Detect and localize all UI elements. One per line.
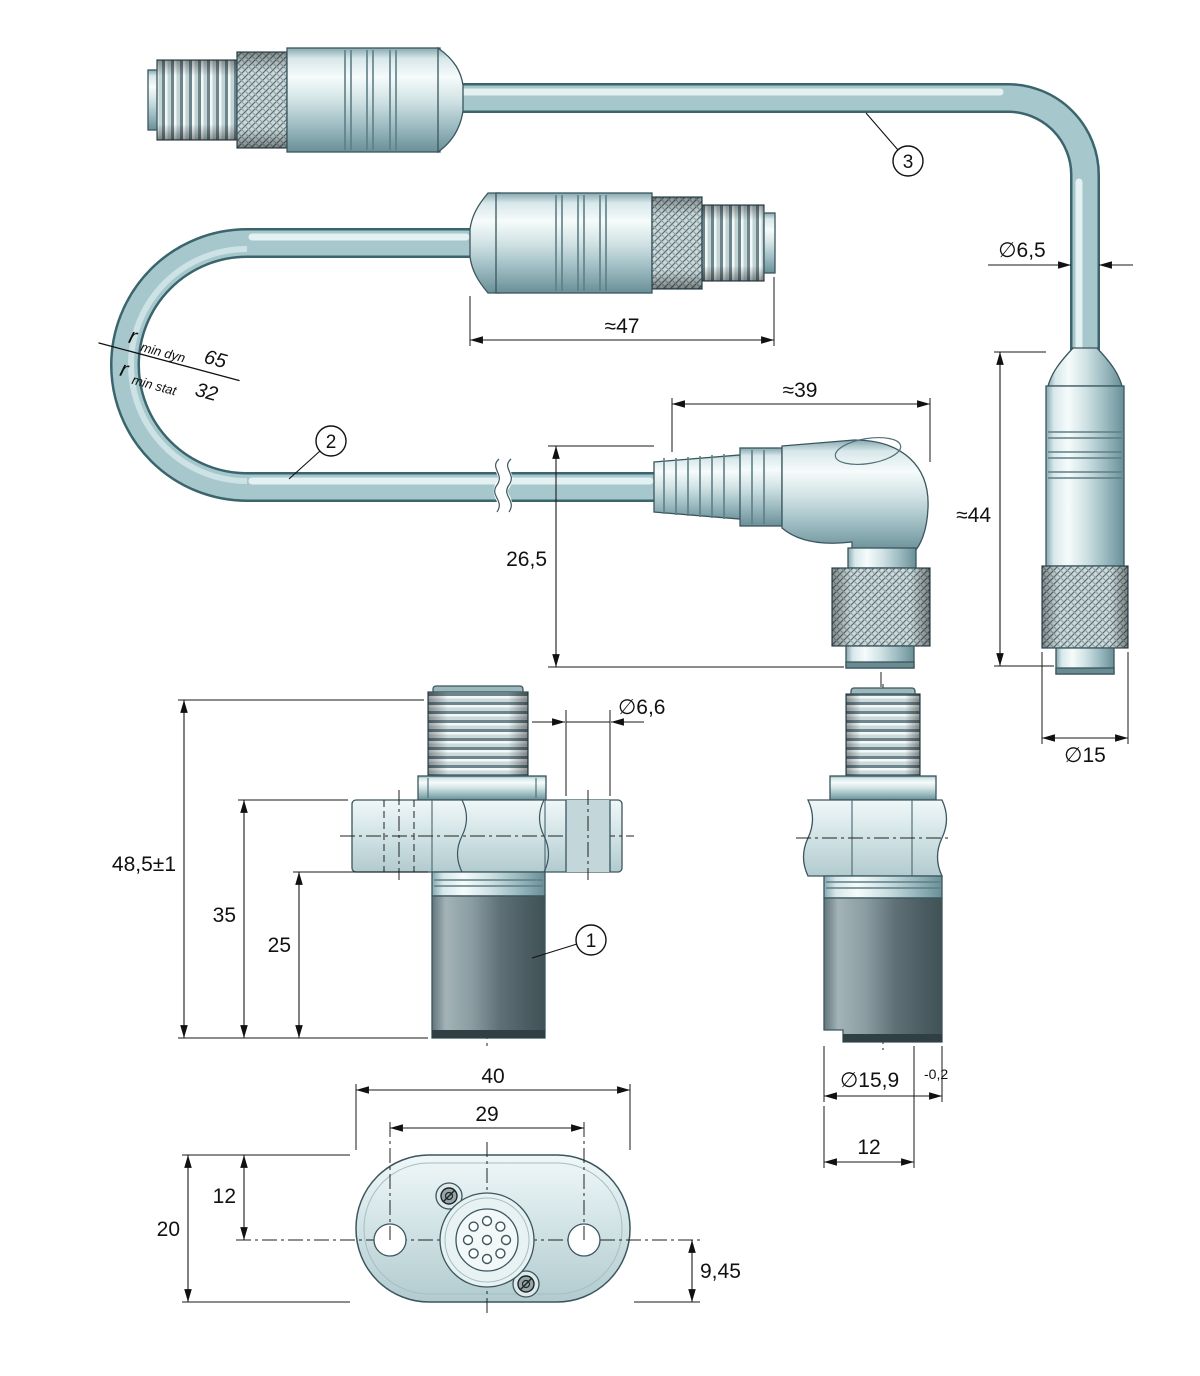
- connector-diameter-label: ∅15: [1064, 744, 1106, 767]
- dim-total-height: 48,5±1: [112, 699, 428, 1039]
- angle-connector-height-label: 26,5: [506, 548, 547, 571]
- callout-cable: 2: [288, 425, 347, 480]
- bend-radius-dyn-value: 65: [202, 346, 230, 373]
- callout-circle-3: [892, 145, 924, 177]
- body-height-label: 25: [268, 934, 291, 957]
- callout-3-label: 3: [903, 152, 914, 173]
- sensor-side-view: [340, 685, 634, 1046]
- dim-straight-connector-length: ≈44: [956, 351, 1054, 667]
- flange-bottom-view: [236, 1142, 704, 1314]
- screw-bottom-right: [517, 1275, 535, 1293]
- callout-2-label: 2: [326, 432, 337, 453]
- body-diameter-label: ∅15,9: [840, 1069, 899, 1092]
- connector-m12-straight-right: [1041, 347, 1129, 675]
- dim-flange-center-offset: 12: [213, 1155, 248, 1240]
- flange-length-label: 40: [481, 1065, 504, 1088]
- dim-hole-spacing: 29: [389, 1103, 585, 1240]
- dim-body-flat-width: 12: [823, 1046, 915, 1168]
- height-to-flange-label: 35: [213, 904, 236, 927]
- screw-top-left: [440, 1187, 458, 1205]
- flange-center-offset-label: 12: [213, 1185, 236, 1208]
- dim-flange-hole-diameter: ∅6,6: [532, 696, 666, 796]
- sensor-rear-view: [796, 672, 952, 1050]
- dim-connector-length: ≈47: [469, 277, 775, 346]
- dim-connector-center-offset: 9,45: [634, 1240, 741, 1303]
- body-flat-width-label: 12: [857, 1136, 880, 1159]
- callout-circle-1: [575, 924, 607, 956]
- dim-flange-width: 20: [157, 1154, 350, 1303]
- flange-hole-diameter-label: ∅6,6: [618, 696, 666, 719]
- angle-connector-length-label: ≈39: [783, 379, 818, 402]
- connector-length-label: ≈47: [605, 315, 640, 338]
- bend-radius-dyn-subscript: min dyn: [139, 339, 187, 365]
- dim-flange-length: 40: [355, 1065, 631, 1150]
- connector-pins: [462, 1215, 512, 1265]
- callout-circle-2: [315, 425, 347, 457]
- cable-loop: [109, 228, 658, 502]
- connector-center-offset-label: 9,45: [700, 1260, 741, 1283]
- callout-cable-top: 3: [865, 112, 924, 177]
- connector-m12-straight-left: [147, 46, 464, 154]
- total-height-label: 48,5±1: [112, 853, 176, 876]
- bend-radius-stat-value: 32: [193, 379, 220, 406]
- connector-m12-angled: [653, 437, 931, 669]
- cable-diameter-label: ∅6,5: [998, 239, 1046, 262]
- body-diameter-tolerance-label: -0,2: [924, 1066, 948, 1082]
- cable-top: [456, 83, 1100, 352]
- callout-sensor: 1: [531, 924, 607, 959]
- dim-cable-diameter: ∅6,5: [988, 239, 1133, 269]
- dim-body-diameter: ∅15,9 -0,2: [823, 1046, 948, 1102]
- dim-body-height: 25: [268, 871, 428, 1038]
- dim-angle-connector-height: 26,5: [506, 445, 844, 668]
- dim-height-to-flange: 35: [213, 799, 348, 1038]
- connector-m12-straight-middle: [469, 192, 776, 294]
- callout-1-label: 1: [586, 931, 597, 952]
- hole-spacing-label: 29: [475, 1103, 498, 1126]
- flange-width-label: 20: [157, 1218, 180, 1241]
- dim-connector-diameter: ∅15: [1041, 652, 1129, 767]
- dim-angle-connector-length: ≈39: [671, 379, 931, 462]
- cable-break-mark: [493, 453, 513, 516]
- straight-connector-length-label: ≈44: [956, 504, 991, 527]
